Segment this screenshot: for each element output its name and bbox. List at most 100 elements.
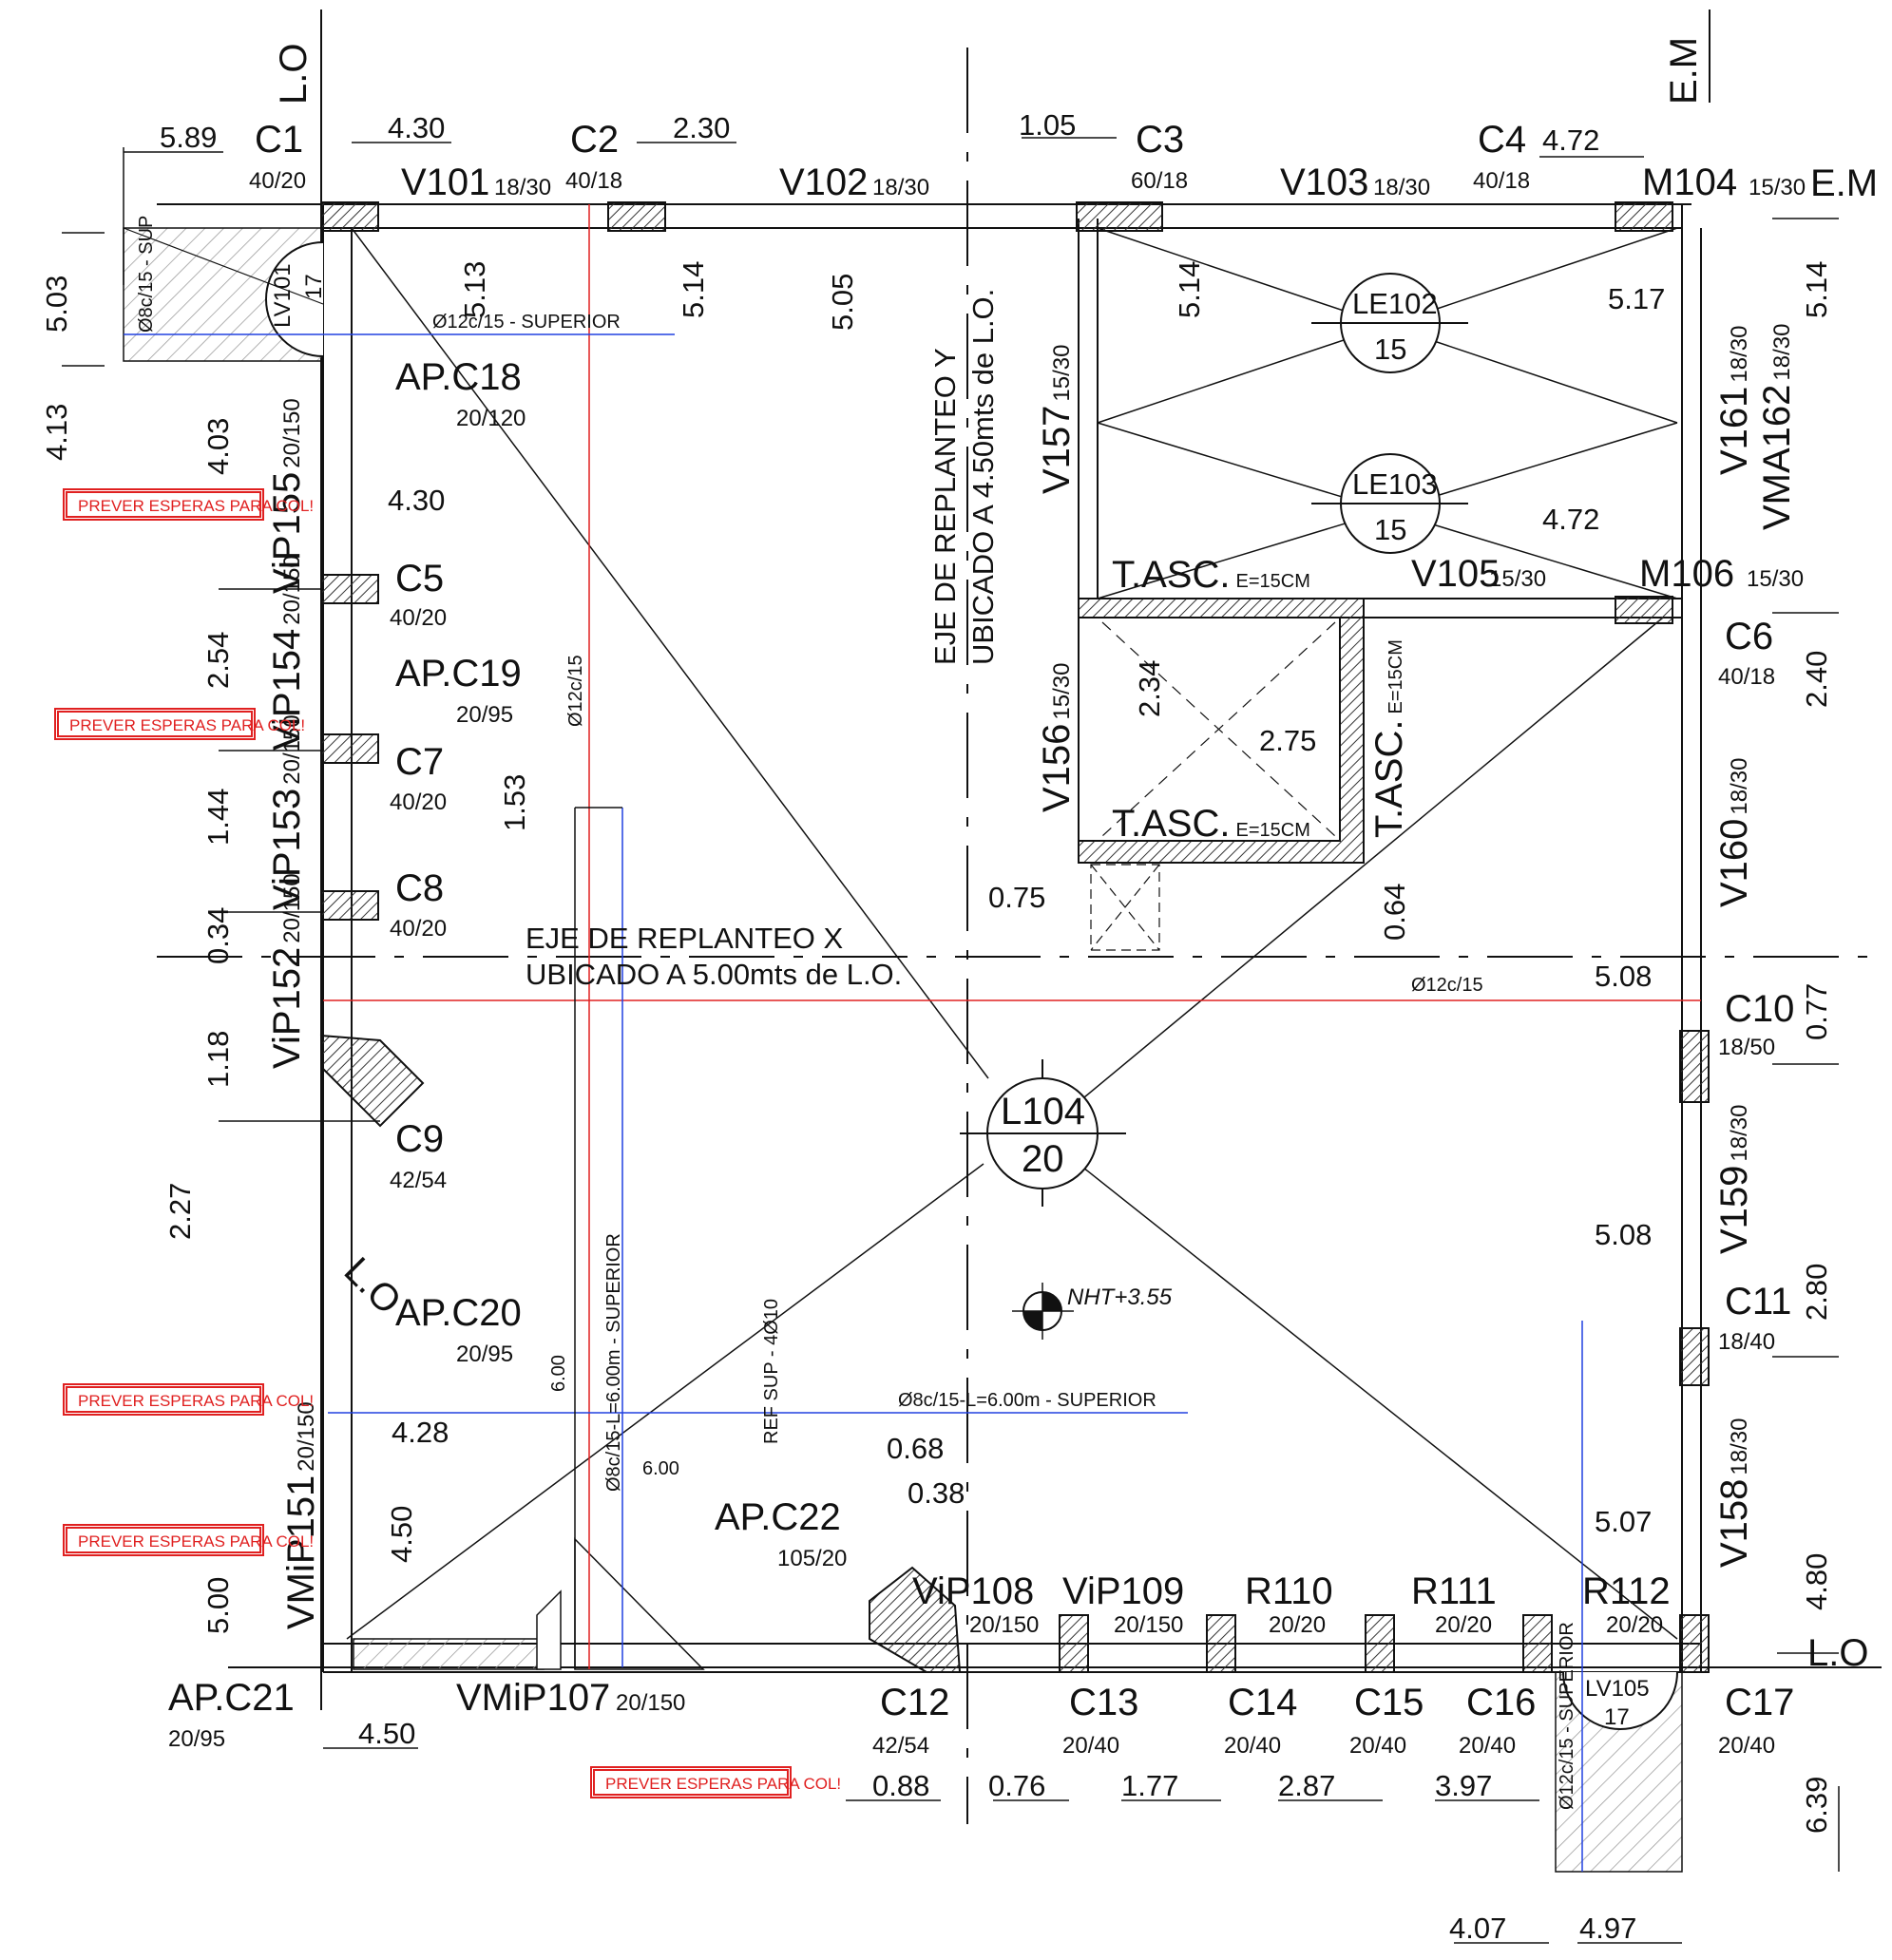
column-c12 xyxy=(869,1566,962,1673)
dim-2-75: 2.75 xyxy=(1259,724,1316,757)
dim-4-97: 4.97 xyxy=(1579,1912,1636,1945)
dim-5-08-a: 5.08 xyxy=(1595,960,1652,993)
size-c7: 40/20 xyxy=(390,790,447,815)
column-c14 xyxy=(1206,1614,1236,1673)
thick-l104: 20 xyxy=(1022,1138,1064,1180)
label-v157: V15715/30 xyxy=(1036,345,1078,494)
label-apc20: AP.C20 xyxy=(395,1292,522,1334)
wall-vmip107 xyxy=(353,1638,545,1670)
dim-1-44: 1.44 xyxy=(201,789,235,846)
dim-4-50-b: 4.50 xyxy=(358,1717,415,1750)
column-c2 xyxy=(607,201,666,232)
rebar-six-b: 6.00 xyxy=(642,1458,679,1479)
eje-x-line1: EJE DE REPLANTEO X xyxy=(526,922,844,955)
beam-lines xyxy=(157,203,1882,1673)
dim-2-87: 2.87 xyxy=(1278,1769,1335,1802)
label-v103: V103 xyxy=(1280,162,1368,203)
label-c7: C7 xyxy=(395,741,444,783)
label-vmip107: VMiP107 xyxy=(456,1677,610,1719)
size-c14: 20/40 xyxy=(1224,1733,1281,1759)
tasc-top: T.ASC.E=15CM xyxy=(1112,554,1310,596)
column-c15 xyxy=(1365,1614,1395,1673)
label-c8: C8 xyxy=(395,867,444,909)
slab-le103 xyxy=(1311,453,1468,554)
label-r110: R110 xyxy=(1245,1570,1333,1612)
dim-4-50-v: 4.50 xyxy=(385,1506,418,1563)
size-c11: 18/40 xyxy=(1718,1329,1775,1355)
label-c2: C2 xyxy=(570,119,619,161)
thick-lv101: 17 xyxy=(301,274,327,299)
nht-label: NHT+3.55 xyxy=(1067,1284,1173,1310)
size-c12: 42/54 xyxy=(872,1733,929,1759)
label-v160: V16018/30 xyxy=(1713,758,1755,907)
em-label-right: E.M xyxy=(1810,162,1878,204)
column-c10 xyxy=(1679,1030,1710,1103)
size-c10: 18/50 xyxy=(1718,1035,1775,1060)
dim-4-07: 4.07 xyxy=(1449,1912,1506,1945)
size-c4: 40/18 xyxy=(1473,168,1530,194)
label-v156: V15615/30 xyxy=(1036,663,1078,812)
dim-1-05: 1.05 xyxy=(1019,108,1076,142)
size-apc19: 20/95 xyxy=(456,702,513,728)
svg-text:PREVER ESPERAS PARA COL!: PREVER ESPERAS PARA COL! xyxy=(605,1775,841,1793)
dim-5-05: 5.05 xyxy=(826,274,859,331)
dim-0-88: 0.88 xyxy=(872,1769,929,1802)
label-c16: C16 xyxy=(1466,1682,1536,1723)
size-vmip107: 20/150 xyxy=(616,1690,685,1716)
label-c14: C14 xyxy=(1228,1682,1297,1723)
size-c16: 20/40 xyxy=(1459,1733,1516,1759)
label-apc19: AP.C19 xyxy=(395,653,522,695)
label-c9: C9 xyxy=(395,1118,444,1160)
label-lv105: LV105 xyxy=(1585,1676,1650,1702)
dim-5-08-b: 5.08 xyxy=(1595,1218,1652,1251)
dim-2-54: 2.54 xyxy=(201,632,235,689)
label-c12: C12 xyxy=(880,1682,949,1723)
size-c1: 40/20 xyxy=(249,168,306,194)
dim-0-34: 0.34 xyxy=(201,907,235,964)
dim-5-13: 5.13 xyxy=(458,261,491,318)
size-c6: 40/18 xyxy=(1718,664,1775,690)
em-label-top: E.M xyxy=(1663,37,1705,105)
column-c16 xyxy=(1522,1614,1553,1673)
rebar-vertical-red: Ø12c/15 xyxy=(565,655,586,727)
dim-1-18: 1.18 xyxy=(201,1031,235,1088)
label-vip154: ViP15420/150 xyxy=(266,555,308,751)
svg-text:PREVER ESPERAS PARA COL!: PREVER ESPERAS PARA COL! xyxy=(69,716,305,734)
size-apc22: 105/20 xyxy=(777,1546,847,1571)
column-c13 xyxy=(1059,1614,1089,1673)
label-lv101: LV101 xyxy=(270,263,296,328)
dim-2-34: 2.34 xyxy=(1133,660,1166,717)
size-r110: 20/20 xyxy=(1269,1612,1326,1638)
note-prever-1: PREVER ESPERAS PARA COL! xyxy=(63,488,314,521)
column-c4 xyxy=(1615,201,1673,232)
label-c11: C11 xyxy=(1725,1281,1791,1323)
label-vma162: VMA16218/30 xyxy=(1756,324,1798,530)
label-c4: C4 xyxy=(1478,119,1526,161)
label-v161: V16118/30 xyxy=(1713,326,1755,475)
svg-text:PREVER ESPERAS PARA COL!: PREVER ESPERAS PARA COL! xyxy=(78,1392,314,1410)
label-m104: M104 xyxy=(1642,162,1737,203)
size-c15: 20/40 xyxy=(1349,1733,1406,1759)
note-prever-3: PREVER ESPERAS PARA COL! xyxy=(63,1383,314,1416)
tasc-bottom: T.ASC.E=15CM xyxy=(1112,803,1310,845)
label-c13: C13 xyxy=(1069,1682,1138,1723)
dim-4-72-top: 4.72 xyxy=(1542,124,1599,157)
size-c8: 40/20 xyxy=(390,916,447,942)
rebar-superior-1: Ø12c/15 - SUPERIOR xyxy=(432,312,621,333)
note-prever-5: PREVER ESPERAS PARA COL! xyxy=(590,1766,841,1798)
dim-5-14-c: 5.14 xyxy=(1800,261,1833,318)
dim-0-77: 0.77 xyxy=(1800,983,1833,1040)
lo-label-top: L.O xyxy=(273,44,315,105)
size-c5: 40/20 xyxy=(390,605,447,631)
dim-0-38: 0.38 xyxy=(908,1476,965,1510)
label-r111: R111 xyxy=(1411,1570,1497,1612)
thick-le103: 15 xyxy=(1374,513,1406,546)
label-vip155: ViP15520/150 xyxy=(266,398,308,594)
label-m106: M106 xyxy=(1639,553,1734,595)
label-v102: V102 xyxy=(779,162,868,203)
column-c11 xyxy=(1679,1327,1710,1386)
label-c15: C15 xyxy=(1354,1682,1424,1723)
dim-4-30-top: 4.30 xyxy=(388,111,445,144)
label-v158: V15818/30 xyxy=(1713,1418,1755,1568)
slab-le102 xyxy=(1311,273,1468,373)
